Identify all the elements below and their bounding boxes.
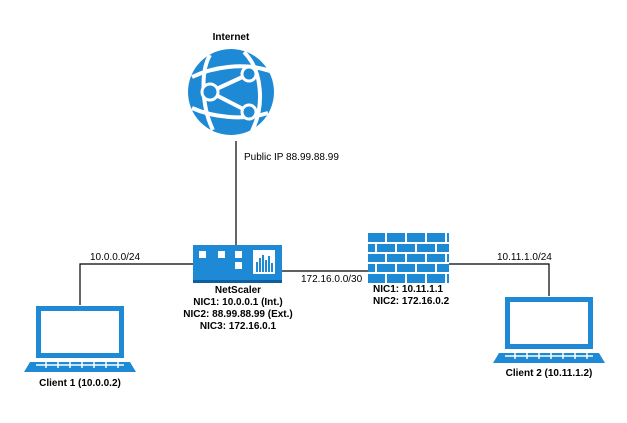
transit-subnet-label: 172.16.0.0/30 bbox=[301, 274, 363, 285]
client1-label: Client 1 (10.0.0.2) bbox=[39, 378, 121, 389]
connection-lines bbox=[79, 141, 550, 305]
firewall-icon bbox=[368, 233, 449, 283]
internet-globe-icon bbox=[188, 49, 274, 135]
netscaler-nic2: NIC2: 88.99.88.99 (Ext.) bbox=[183, 309, 293, 320]
netscaler-nic1: NIC1: 10.0.0.1 (Int.) bbox=[193, 297, 282, 308]
firewall-nic1: NIC1: 10.11.1.1 bbox=[373, 284, 443, 295]
client2-laptop-icon bbox=[493, 297, 605, 363]
client2-link bbox=[449, 263, 550, 296]
netscaler-appliance-icon bbox=[193, 245, 282, 283]
client1-link bbox=[79, 263, 194, 305]
internet-title: Internet bbox=[213, 32, 250, 43]
netscaler-nic3: NIC3: 172.16.0.1 bbox=[200, 321, 277, 332]
client2-subnet-label: 10.11.1.0/24 bbox=[497, 252, 552, 263]
client1-subnet-label: 10.0.0.0/24 bbox=[90, 252, 140, 263]
client2-label: Client 2 (10.11.1.2) bbox=[506, 368, 593, 379]
firewall-nic2: NIC2: 172.16.0.2 bbox=[373, 296, 450, 307]
public-ip-label: Public IP 88.99.88.99 bbox=[244, 152, 339, 163]
netscaler-name: NetScaler bbox=[215, 285, 261, 296]
client1-laptop-icon bbox=[24, 306, 136, 372]
